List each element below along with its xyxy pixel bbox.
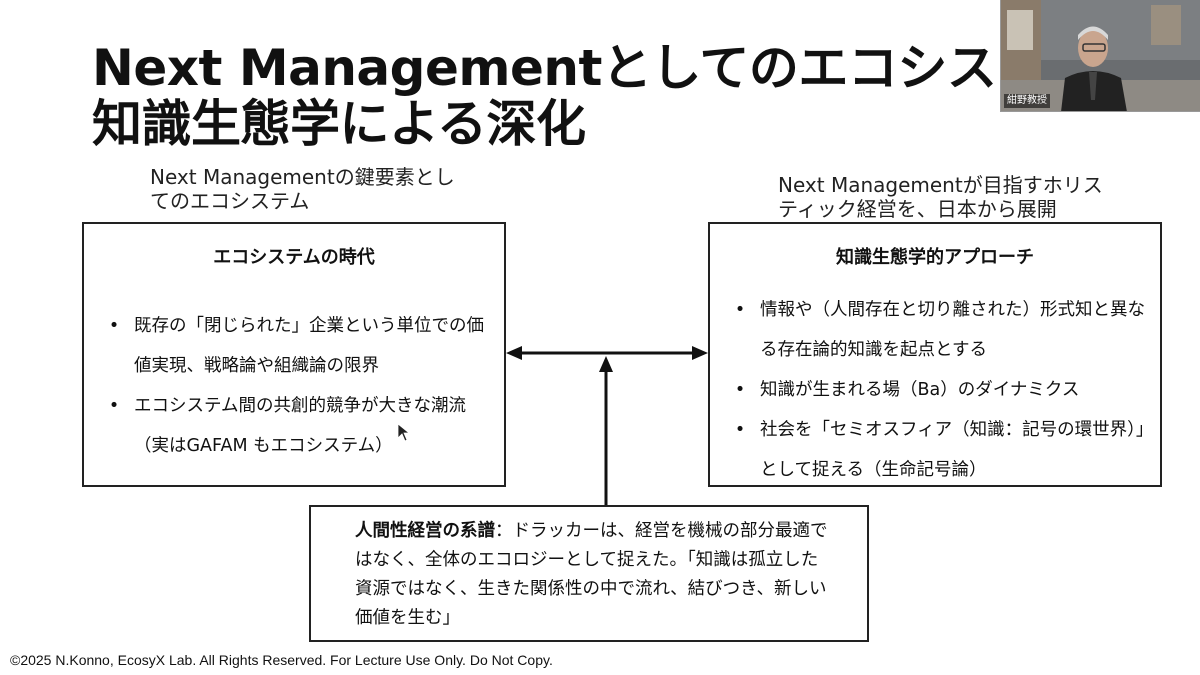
bullet-icon: • <box>734 420 746 440</box>
list-item: • 情報や（人間存在と切り離された）形式知と異なる存在論的知識を起点とする <box>730 290 1150 370</box>
presenter-video-icon <box>1001 0 1200 111</box>
knowledge-ecology-heading: 知識生態学的アプローチ <box>836 247 1034 268</box>
bullet-text: 社会を「セミオスフィア（知識：記号の環世界）」として捉える（生命記号論） <box>760 420 1145 480</box>
webcam-name-label: 紺野教授 <box>1004 94 1050 108</box>
knowledge-ecology-bullets: • 情報や（人間存在と切り離された）形式知と異なる存在論的知識を起点とする • … <box>730 290 1150 490</box>
bullet-text: 情報や（人間存在と切り離された）形式知と異なる存在論的知識を起点とする <box>760 300 1145 360</box>
ecosystem-era-heading: エコシステムの時代 <box>213 247 375 268</box>
webcam-video-tile: 紺野教授 <box>1000 0 1200 112</box>
list-item: • 既存の「閉じられた」企業という単位での価値実現、戦略論や組織論の限界 <box>104 306 494 386</box>
ecosystem-era-box: エコシステムの時代 • 既存の「閉じられた」企業という単位での価値実現、戦略論や… <box>82 222 506 487</box>
bullet-text: 既存の「閉じられた」企業という単位での価値実現、戦略論や組織論の限界 <box>134 316 484 376</box>
arrowhead-up-icon <box>599 356 613 372</box>
knowledge-ecology-box: 知識生態学的アプローチ • 情報や（人間存在と切り離された）形式知と異なる存在論… <box>708 222 1162 487</box>
bullet-text: 知識が生まれる場（Ba）のダイナミクス <box>760 380 1080 400</box>
bullet-icon: • <box>108 316 120 336</box>
bullet-text: エコシステム間の共創的競争が大きな潮流（実はGAFAM もエコシステム） <box>134 396 466 456</box>
slide-title: Next Managementとしてのエコシステム 知識生態学による深化 <box>92 40 1172 152</box>
humanistic-management-box: 人間性経営の系譜：ドラッカーは、経営を機械の部分最適ではなく、全体のエコロジーと… <box>309 505 869 642</box>
caption-right: Next Managementが目指すホリスティック経営を、日本から展開 <box>778 173 1103 221</box>
humanistic-management-heading: 人間性経営の系譜 <box>355 521 495 541</box>
bullet-icon: • <box>734 300 746 320</box>
copyright-footer: ©2025 N.Konno, EcosyX Lab. All Rights Re… <box>10 652 553 668</box>
list-item: • 知識が生まれる場（Ba）のダイナミクス <box>730 370 1150 410</box>
bullet-icon: • <box>108 396 120 416</box>
bullet-icon: • <box>734 380 746 400</box>
list-item: • エコシステム間の共創的競争が大きな潮流（実はGAFAM もエコシステム） <box>104 386 494 466</box>
list-item: • 社会を「セミオスフィア（知識：記号の環世界）」として捉える（生命記号論） <box>730 410 1150 490</box>
slide-title-line-2: 知識生態学による深化 <box>92 95 586 152</box>
arrowhead-right-icon <box>692 346 708 360</box>
arrowhead-left-icon <box>506 346 522 360</box>
slide-title-line-1: Next Managementとしてのエコシステム <box>92 40 1094 97</box>
ecosystem-era-bullets: • 既存の「閉じられた」企業という単位での価値実現、戦略論や組織論の限界 • エ… <box>104 306 494 466</box>
humanistic-management-text: 人間性経営の系譜：ドラッカーは、経営を機械の部分最適ではなく、全体のエコロジーと… <box>355 517 835 633</box>
caption-left: Next Managementの鍵要素としてのエコシステム <box>150 165 455 213</box>
humanistic-management-body: ：ドラッカーは、経営を機械の部分最適ではなく、全体のエコロジーとして捉えた。「知… <box>355 521 828 628</box>
